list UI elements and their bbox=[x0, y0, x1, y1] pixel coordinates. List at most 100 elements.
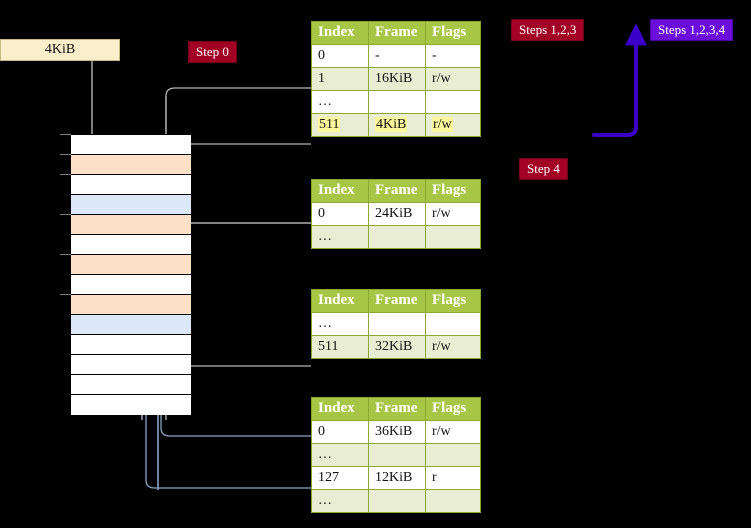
table-row: … bbox=[311, 90, 481, 114]
memory-row bbox=[71, 375, 191, 395]
table-row: … bbox=[311, 443, 481, 467]
column-header-flags: Flags bbox=[425, 179, 481, 203]
table-row: … bbox=[311, 312, 481, 336]
highlighted-value: 511 bbox=[318, 116, 341, 132]
cell-index: 0 bbox=[311, 44, 369, 68]
memory-row bbox=[71, 295, 191, 315]
cell-frame bbox=[368, 225, 426, 249]
memory-row bbox=[71, 235, 191, 255]
column-header-index: Index bbox=[311, 397, 369, 421]
cell-index: … bbox=[311, 312, 369, 336]
cell-frame: 32KiB bbox=[368, 335, 426, 359]
column-header-frame: Frame bbox=[368, 289, 426, 313]
memory-row bbox=[71, 175, 191, 195]
badge-steps-1234: Steps 1,2,3,4 bbox=[650, 19, 734, 41]
cell-frame bbox=[368, 443, 426, 467]
memory-tick bbox=[60, 214, 71, 215]
memory-row bbox=[71, 195, 191, 215]
table-row: 0-- bbox=[311, 44, 481, 68]
memory-tick bbox=[60, 174, 71, 175]
wire-level1-row0 bbox=[160, 414, 311, 437]
cell-flags bbox=[425, 489, 481, 513]
cell-index: 127 bbox=[311, 466, 369, 490]
memory-row bbox=[71, 155, 191, 175]
table-row: 511 4KiB r/w bbox=[311, 113, 481, 137]
kib-source-box: 4KiB bbox=[0, 39, 120, 61]
cell-index: 0 bbox=[311, 202, 369, 226]
table-header-row: Index Frame Flags bbox=[311, 179, 481, 203]
wire-level3-to-memory bbox=[173, 222, 311, 264]
cell-frame bbox=[368, 312, 426, 336]
memory-tick bbox=[60, 254, 71, 255]
cell-flags: - bbox=[425, 44, 481, 68]
wire-level4-to-memory bbox=[173, 143, 311, 162]
cell-frame bbox=[368, 90, 426, 114]
cell-index: 0 bbox=[311, 420, 369, 444]
column-header-frame: Frame bbox=[368, 179, 426, 203]
cell-flags: r bbox=[425, 466, 481, 490]
cell-frame: 4KiB bbox=[368, 113, 426, 137]
highlighted-value: r/w bbox=[432, 116, 453, 132]
cell-flags bbox=[425, 225, 481, 249]
table-row: … bbox=[311, 225, 481, 249]
cell-frame: 36KiB bbox=[368, 420, 426, 444]
cell-frame: 12KiB bbox=[368, 466, 426, 490]
cell-index: 511 bbox=[311, 335, 369, 359]
arrow-purple-bracket bbox=[592, 23, 647, 137]
wire-memory-to-level2 bbox=[173, 313, 311, 367]
cell-index: … bbox=[311, 225, 369, 249]
column-header-index: Index bbox=[311, 21, 369, 45]
cell-flags: r/w bbox=[425, 202, 481, 226]
cell-flags bbox=[425, 90, 481, 114]
memory-tick bbox=[60, 294, 71, 295]
badge-steps-123: Steps 1,2,3 bbox=[511, 19, 585, 41]
memory-row bbox=[71, 135, 191, 155]
badge-step-4: Step 4 bbox=[519, 158, 568, 180]
cell-frame: 24KiB bbox=[368, 202, 426, 226]
cell-flags: r/w bbox=[425, 420, 481, 444]
column-header-index: Index bbox=[311, 179, 369, 203]
column-header-frame: Frame bbox=[368, 397, 426, 421]
wire-level1-row127 bbox=[145, 414, 311, 489]
column-header-frame: Frame bbox=[368, 21, 426, 45]
memory-row bbox=[71, 275, 191, 295]
cell-frame: 16KiB bbox=[368, 67, 426, 91]
cell-flags: r/w bbox=[425, 335, 481, 359]
memory-row bbox=[71, 255, 191, 275]
cell-index: … bbox=[311, 489, 369, 513]
column-header-flags: Flags bbox=[425, 289, 481, 313]
highlighted-value: 4KiB bbox=[375, 116, 408, 132]
column-header-flags: Flags bbox=[425, 397, 481, 421]
memory-tick bbox=[60, 134, 71, 135]
column-header-flags: Flags bbox=[425, 21, 481, 45]
badge-step-0: Step 0 bbox=[188, 41, 237, 63]
table-header-row: Index Frame Flags bbox=[311, 289, 481, 313]
cell-frame: - bbox=[368, 44, 426, 68]
memory-column bbox=[70, 134, 191, 415]
wire-memory-to-level3 bbox=[190, 222, 311, 224]
memory-row bbox=[71, 335, 191, 355]
memory-row bbox=[71, 215, 191, 235]
memory-row bbox=[71, 355, 191, 375]
cell-flags: r/w bbox=[425, 113, 481, 137]
table-header-row: Index Frame Flags bbox=[311, 21, 481, 45]
cell-flags bbox=[425, 443, 481, 467]
table-row: … bbox=[311, 489, 481, 513]
memory-tick bbox=[60, 154, 71, 155]
cell-flags: r/w bbox=[425, 67, 481, 91]
table-header-row: Index Frame Flags bbox=[311, 397, 481, 421]
cell-frame bbox=[368, 489, 426, 513]
column-header-index: Index bbox=[311, 289, 369, 313]
memory-row bbox=[71, 395, 191, 415]
cell-flags bbox=[425, 312, 481, 336]
